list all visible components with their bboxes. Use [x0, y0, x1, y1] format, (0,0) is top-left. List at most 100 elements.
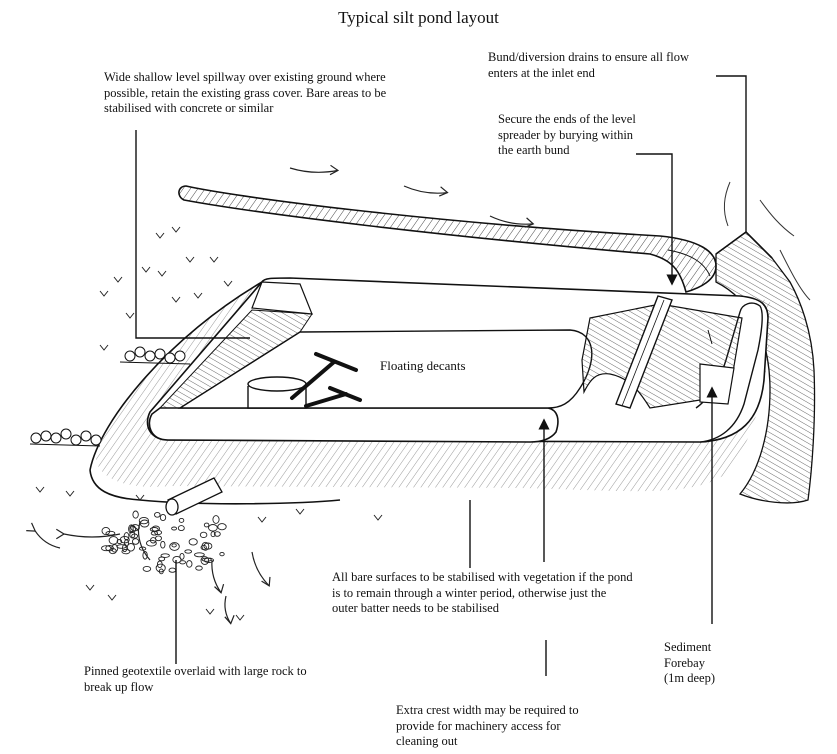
- rock: [117, 545, 126, 549]
- label-sediment-forebay-line: (1m deep): [664, 671, 715, 687]
- grass-tuft: [156, 233, 164, 238]
- rock: [200, 532, 207, 537]
- rock: [180, 561, 186, 564]
- boulder: [175, 351, 185, 361]
- rock: [169, 568, 176, 572]
- boulder: [155, 349, 165, 359]
- label-sediment-forebay-line: Forebay: [664, 656, 715, 672]
- rock: [180, 553, 184, 559]
- boulder: [135, 347, 145, 357]
- label-bare-surfaces-line: All bare surfaces to be stabilised with …: [332, 570, 633, 586]
- rock: [109, 537, 118, 545]
- label-secure-ends-line: spreader by burying within: [498, 128, 636, 144]
- grass-tuft: [114, 277, 122, 282]
- grass-tuft: [108, 595, 116, 600]
- boulder: [51, 433, 61, 443]
- label-geotextile-line: break up flow: [84, 680, 307, 696]
- boulder: [41, 431, 51, 441]
- label-secure-ends-line: Secure the ends of the level: [498, 112, 636, 128]
- label-crest-width-line: cleaning out: [396, 734, 579, 750]
- rock: [155, 512, 161, 517]
- boulder: [125, 351, 135, 361]
- label-bare-surfaces-line: is to remain through a winter period, ot…: [332, 586, 633, 602]
- rock: [172, 527, 177, 530]
- grass-tuft: [186, 257, 194, 262]
- diagram-title: Typical silt pond layout: [0, 8, 837, 28]
- flow-arrow: [225, 596, 234, 624]
- label-sediment-forebay-line: Sediment: [664, 640, 715, 656]
- rock: [213, 516, 219, 524]
- grass-tuft: [194, 293, 202, 298]
- label-spillway: Wide shallow level spillway over existin…: [104, 70, 434, 117]
- label-bare-surfaces: All bare surfaces to be stabilised with …: [332, 570, 633, 617]
- rock: [209, 525, 218, 532]
- label-bund-line: enters at the inlet end: [488, 66, 689, 82]
- label-bund: Bund/diversion drains to ensure all flow…: [488, 50, 689, 81]
- grass-tuft: [296, 509, 304, 514]
- grass-tuft: [210, 257, 218, 262]
- rock: [195, 553, 205, 557]
- rock: [196, 566, 203, 570]
- label-secure-ends: Secure the ends of the level spreader by…: [498, 112, 636, 159]
- grass-tuft: [100, 291, 108, 296]
- rock: [178, 526, 184, 531]
- grass-tuft: [236, 615, 244, 620]
- boulder: [71, 435, 81, 445]
- boulder: [61, 429, 71, 439]
- rock: [160, 514, 165, 520]
- grass-tuft: [142, 267, 150, 272]
- label-sediment-forebay: Sediment Forebay (1m deep): [664, 640, 715, 687]
- rock: [127, 544, 134, 552]
- grass-tuft: [258, 517, 266, 522]
- rock: [185, 550, 192, 553]
- grass-tuft: [158, 271, 166, 276]
- rock: [133, 511, 138, 518]
- rock: [187, 561, 192, 568]
- grass-tuft: [206, 609, 214, 614]
- boulder: [145, 351, 155, 361]
- boulder: [81, 431, 91, 441]
- rock: [147, 540, 157, 546]
- label-secure-ends-line: the earth bund: [498, 143, 636, 159]
- boulder: [165, 353, 175, 363]
- grass-tuft: [374, 515, 382, 520]
- rock: [161, 541, 165, 548]
- label-geotextile-line: Pinned geotextile overlaid with large ro…: [84, 664, 307, 680]
- grass-tuft: [100, 345, 108, 350]
- rock: [204, 523, 209, 527]
- grass-tuft: [172, 227, 180, 232]
- label-bund-line: Bund/diversion drains to ensure all flow: [488, 50, 689, 66]
- label-spillway-line: possible, retain the existing grass cove…: [104, 86, 434, 102]
- label-crest-width-line: provide for machinery access for: [396, 719, 579, 735]
- rock: [150, 528, 158, 532]
- grass-tuft: [66, 491, 74, 496]
- pond-embankment: [90, 278, 770, 504]
- grass-tuft: [36, 487, 44, 492]
- rock: [143, 566, 151, 571]
- grass-tuft: [224, 281, 232, 286]
- label-spillway-line: Wide shallow level spillway over existin…: [104, 70, 434, 86]
- rock: [132, 539, 138, 545]
- flow-arrow: [404, 186, 448, 196]
- rock-apron: [102, 511, 227, 574]
- rock: [179, 518, 184, 522]
- flow-arrow: [252, 552, 270, 586]
- grass-tuft: [172, 297, 180, 302]
- label-geotextile: Pinned geotextile overlaid with large ro…: [84, 664, 307, 695]
- flow-arrow: [290, 165, 338, 174]
- grass-tuft: [86, 585, 94, 590]
- rock: [189, 539, 197, 545]
- rock: [159, 557, 165, 561]
- label-crest-width: Extra crest width may be required to pro…: [396, 703, 579, 750]
- label-spillway-line: stabilised with concrete or similar: [104, 101, 434, 117]
- flow-arrow: [212, 560, 224, 593]
- label-crest-width-line: Extra crest width may be required to: [396, 703, 579, 719]
- label-bare-surfaces-line: outer batter needs to be stabilised: [332, 601, 633, 617]
- boulder: [91, 435, 101, 445]
- rock: [172, 544, 176, 547]
- grass-tuft: [126, 313, 134, 318]
- boulder: [31, 433, 41, 443]
- rock: [218, 524, 226, 530]
- label-floating-decants: Floating decants: [380, 358, 466, 374]
